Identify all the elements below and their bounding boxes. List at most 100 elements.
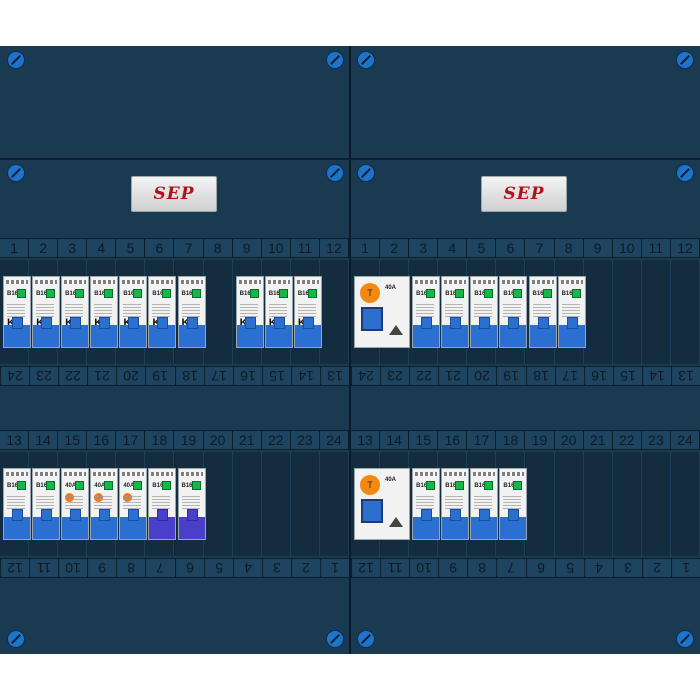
brand-strip — [6, 280, 28, 284]
circuit-breaker[interactable]: B16 — [441, 276, 470, 348]
toggle-handle[interactable] — [500, 509, 527, 539]
toggle-handle[interactable] — [178, 317, 205, 347]
toggle-handle[interactable] — [413, 317, 440, 347]
status-indicator — [162, 289, 172, 298]
circuit-breaker[interactable]: 40A — [119, 468, 148, 540]
toggle-handle[interactable] — [4, 317, 30, 347]
slot-number: 10 — [58, 559, 88, 577]
brand-strip — [296, 280, 319, 284]
toggle-handle[interactable] — [149, 317, 176, 347]
test-button[interactable]: T — [360, 475, 380, 495]
toggle-handle[interactable] — [33, 509, 60, 539]
toggle-handle[interactable] — [91, 317, 118, 347]
slot-number: 16 — [438, 431, 468, 449]
circuit-breaker[interactable]: B16 — [3, 468, 31, 540]
slot-number: 8 — [555, 239, 584, 257]
breaker-rating: B16 — [474, 483, 486, 489]
breaker-rating: B16 — [65, 291, 77, 297]
slot-number: 4 — [583, 559, 613, 577]
toggle-handle[interactable] — [33, 317, 60, 347]
screw-icon — [357, 164, 375, 182]
spec-text — [297, 304, 316, 318]
toggle-handle[interactable] — [529, 317, 556, 347]
toggle-handle[interactable] — [294, 317, 321, 347]
circuit-breaker[interactable]: B16 — [557, 276, 586, 348]
spec-text — [94, 496, 113, 510]
toggle-handle[interactable] — [120, 509, 147, 539]
slot-number: 2 — [380, 239, 410, 257]
toggle-handle[interactable] — [500, 317, 527, 347]
slot-number: 19 — [145, 367, 175, 385]
circuit-breaker[interactable]: B16 — [499, 276, 528, 348]
brand-strip — [151, 280, 174, 284]
toggle-handle[interactable] — [149, 509, 176, 539]
slot-number: 14 — [380, 431, 410, 449]
toggle-handle[interactable] — [120, 317, 147, 347]
slot-number: 1 — [0, 239, 30, 257]
k-badge: K — [152, 317, 161, 329]
toggle-handle[interactable] — [91, 509, 118, 539]
circuit-breaker[interactable]: B16 — [412, 468, 441, 540]
circuit-breaker[interactable]: B16 — [441, 468, 470, 540]
circuit-breaker[interactable]: B16 — [470, 468, 499, 540]
toggle-handle[interactable] — [4, 509, 30, 539]
test-button[interactable]: T — [360, 283, 380, 303]
brand-strip — [93, 472, 116, 476]
spec-text — [532, 304, 551, 318]
slot-number: 22 — [262, 431, 291, 449]
empty-slot — [641, 452, 671, 556]
slot-number: 1 — [670, 559, 700, 577]
breaker-rating: B16 — [7, 291, 19, 297]
slot-number: 24 — [0, 367, 30, 385]
circuit-breaker[interactable]: B16 — [470, 276, 499, 348]
slot-number: 14 — [641, 367, 671, 385]
circuit-breaker[interactable]: B16 — [412, 276, 441, 348]
empty-slot — [319, 452, 349, 556]
toggle-handle[interactable] — [178, 509, 205, 539]
toggle-handle[interactable] — [361, 307, 383, 331]
circuit-breaker[interactable]: 40A — [90, 468, 119, 540]
circuit-breaker[interactable]: 40A — [61, 468, 90, 540]
toggle-handle[interactable] — [236, 317, 263, 347]
toggle-handle[interactable] — [361, 499, 383, 523]
brand-strip — [267, 280, 290, 284]
brand-strip — [444, 280, 467, 284]
spec-text — [239, 304, 258, 318]
empty-slot — [554, 452, 584, 556]
brand-logo: SEP — [131, 176, 217, 212]
toggle-handle[interactable] — [62, 509, 89, 539]
circuit-breaker[interactable]: B16 — [499, 468, 528, 540]
toggle-handle[interactable] — [442, 509, 469, 539]
empty-slot — [232, 452, 262, 556]
slot-number: 12 — [351, 559, 381, 577]
circuit-breaker[interactable]: B16 — [528, 276, 557, 348]
slot-number: 7 — [175, 239, 204, 257]
circuit-breaker[interactable]: B16 — [32, 468, 61, 540]
slot-number: 15 — [261, 367, 291, 385]
toggle-handle[interactable] — [471, 317, 498, 347]
toggle-handle[interactable] — [471, 509, 498, 539]
toggle-handle[interactable] — [62, 317, 89, 347]
toggle-handle[interactable] — [265, 317, 292, 347]
breaker-rating: B16 — [94, 291, 106, 297]
spec-text — [7, 304, 25, 318]
circuit-breaker[interactable]: B16 — [177, 468, 206, 540]
toggle-handle[interactable] — [442, 317, 469, 347]
toggle-handle[interactable] — [558, 317, 585, 347]
toggle-handle[interactable] — [413, 509, 440, 539]
circuit-breaker[interactable]: B16 — [148, 468, 177, 540]
